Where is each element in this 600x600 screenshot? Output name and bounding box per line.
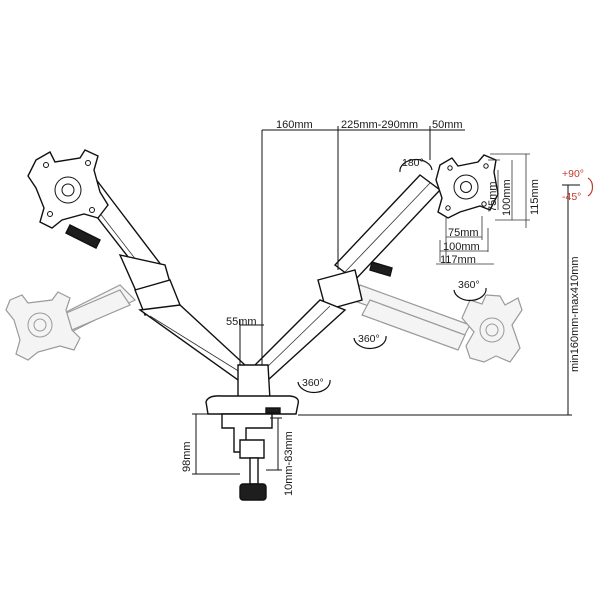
dim-height-range: min160mm-max410mm [569,256,581,372]
rotation-labels: 180° 360° 360° 360° +90° -45° [302,157,584,389]
dim-160mm: 160mm [276,119,313,131]
left-monitor-arm [27,149,246,382]
dim-55mm: 55mm [226,316,257,328]
dim-75mm-vertical: 75mm [487,181,499,212]
right-ghost-vesa-plate [461,294,523,363]
dim-50mm: 50mm [432,119,463,131]
dim-75mm-horizontal: 75mm [448,227,479,239]
rotation-arcs [297,158,594,394]
dim-clamp-range: 10mm-83mm [283,431,295,496]
rotate-360-right-arc [453,287,487,302]
rotate-360-base-arc [297,379,331,394]
dim-225-290mm: 225mm-290mm [341,119,418,131]
right-vesa-plate [435,154,499,219]
left-vesa-plate [27,149,109,229]
rotate-180-arc [399,158,433,173]
dim-98mm: 98mm [181,441,193,472]
rotate-360-right-label: 360° [458,279,480,291]
right-monitor-arm [254,154,499,382]
left-ghost-arm [5,284,137,361]
base-and-clamp [205,364,300,501]
rotate-180-label: 180° [402,157,424,169]
dim-117mm: 117mm [440,254,476,266]
rotate-360-mid-arc [353,335,387,350]
dimension-labels: 160mm 225mm-290mm 50mm 55mm 75mm 100mm 1… [181,119,581,496]
tilt-up-label: +90° [562,168,584,180]
rotate-360-base-label: 360° [302,377,324,389]
dim-100mm-vertical: 100mm [501,179,513,216]
right-ghost-arm [351,284,523,363]
dim-100mm-horizontal: 100mm [443,241,480,253]
rotate-360-mid-label: 360° [358,333,380,345]
dim-115mm: 115mm [529,179,541,215]
tilt-arc [587,177,594,197]
left-ghost-vesa-plate [5,291,81,361]
tilt-down-label: -45° [562,191,581,203]
dimension-lines [192,126,580,475]
